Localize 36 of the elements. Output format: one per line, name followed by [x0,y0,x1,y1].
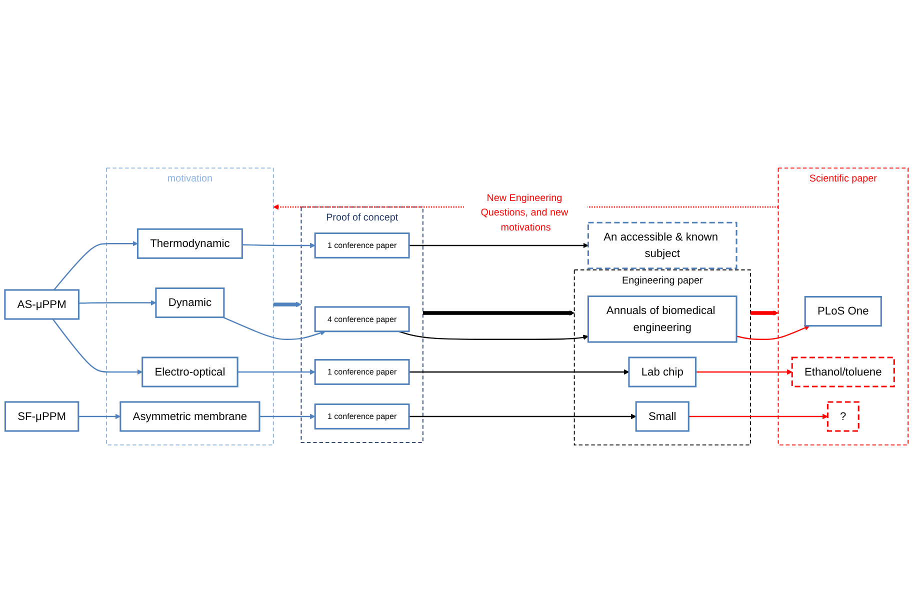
node-box: AS-μPPM [4,289,80,320]
arrow [696,369,792,375]
arrow [409,242,588,248]
arrow [259,414,316,420]
arrow [78,414,121,420]
arrow [409,414,636,420]
arrow [52,318,143,375]
node-box: Ethanol/toluene [791,356,895,388]
arrow [222,316,326,340]
arrow [750,310,778,316]
node-box: Annuals of biomedical engineering [587,296,738,343]
node-box: Dynamic [155,288,225,318]
arrow [273,302,302,308]
node-box: Thermodynamic [136,228,243,259]
node-box: 4 conference paper [314,306,410,332]
arrow [53,240,138,290]
arrow [422,310,575,316]
node-box: SF-μPPM [4,401,80,432]
arrow [242,242,316,248]
node-box: Lab chip [628,356,697,388]
edge-label: New Engineering Questions, and new motivations [480,192,568,233]
node-box: Electro-optical [142,356,238,388]
arrow [688,414,828,420]
node-box: 1 conference paper [314,359,410,385]
arrow [78,300,156,306]
node-box: ? [826,401,860,432]
node-box: 1 conference paper [314,232,410,258]
node-box: 1 conference paper [314,404,410,430]
arrow [238,369,316,375]
arrow [409,369,630,375]
node-box: PLoS One [804,296,882,327]
node-box: Small [635,401,690,432]
node-box: Asymmetric membrane [120,401,260,432]
arrow [736,325,810,340]
node-box: An accessible & known subject [587,222,738,270]
arrow [398,330,588,340]
